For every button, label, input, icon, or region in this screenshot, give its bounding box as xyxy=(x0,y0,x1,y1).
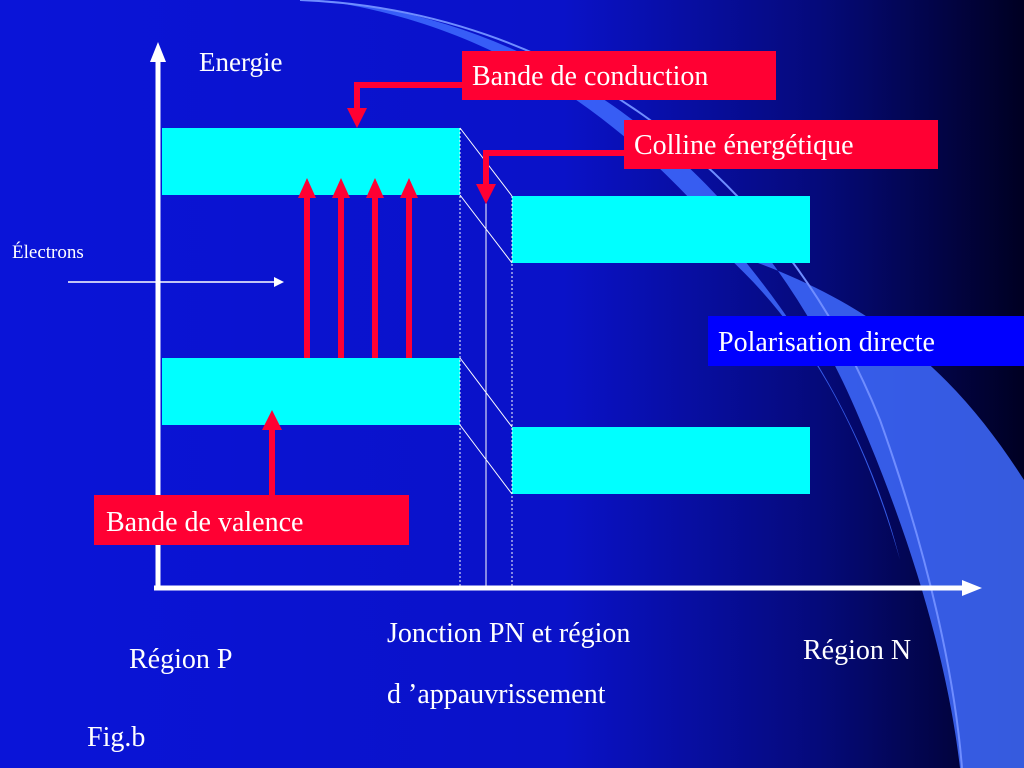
energy-axis-label: Energie xyxy=(199,47,283,77)
colline-pointer-arrow xyxy=(476,150,625,204)
up-arrow-icon xyxy=(400,178,418,358)
n-valence-band xyxy=(512,427,810,494)
p-conduction-band xyxy=(162,128,460,195)
up-arrow-icon xyxy=(332,178,350,358)
region-n-label: Région N xyxy=(803,635,912,666)
energy-hill-label: Colline énergétique xyxy=(624,120,938,169)
conduction-pointer-arrow xyxy=(347,82,464,128)
junction-label-line1: Jonction PN et région xyxy=(387,618,631,649)
position-axis xyxy=(154,580,982,596)
forward-bias-label: Polarisation directe xyxy=(708,316,1024,366)
n-conduction-band xyxy=(512,196,810,263)
electrons-label: Électrons xyxy=(12,242,84,263)
conduction-band-label: Bande de conduction xyxy=(462,51,776,100)
region-p-label: Région P xyxy=(129,644,233,675)
up-arrow-icon xyxy=(366,178,384,358)
up-arrow-icon xyxy=(298,178,316,358)
p-valence-band xyxy=(162,358,460,425)
valence-band-label: Bande de valence xyxy=(94,495,409,545)
depletion-region-boundaries xyxy=(459,128,513,588)
valence-pointer-arrow xyxy=(262,410,282,496)
excitation-arrows xyxy=(298,178,418,358)
junction-label-line2: d ’appauvrissement xyxy=(387,679,606,710)
figure-caption: Fig.b xyxy=(87,722,146,753)
